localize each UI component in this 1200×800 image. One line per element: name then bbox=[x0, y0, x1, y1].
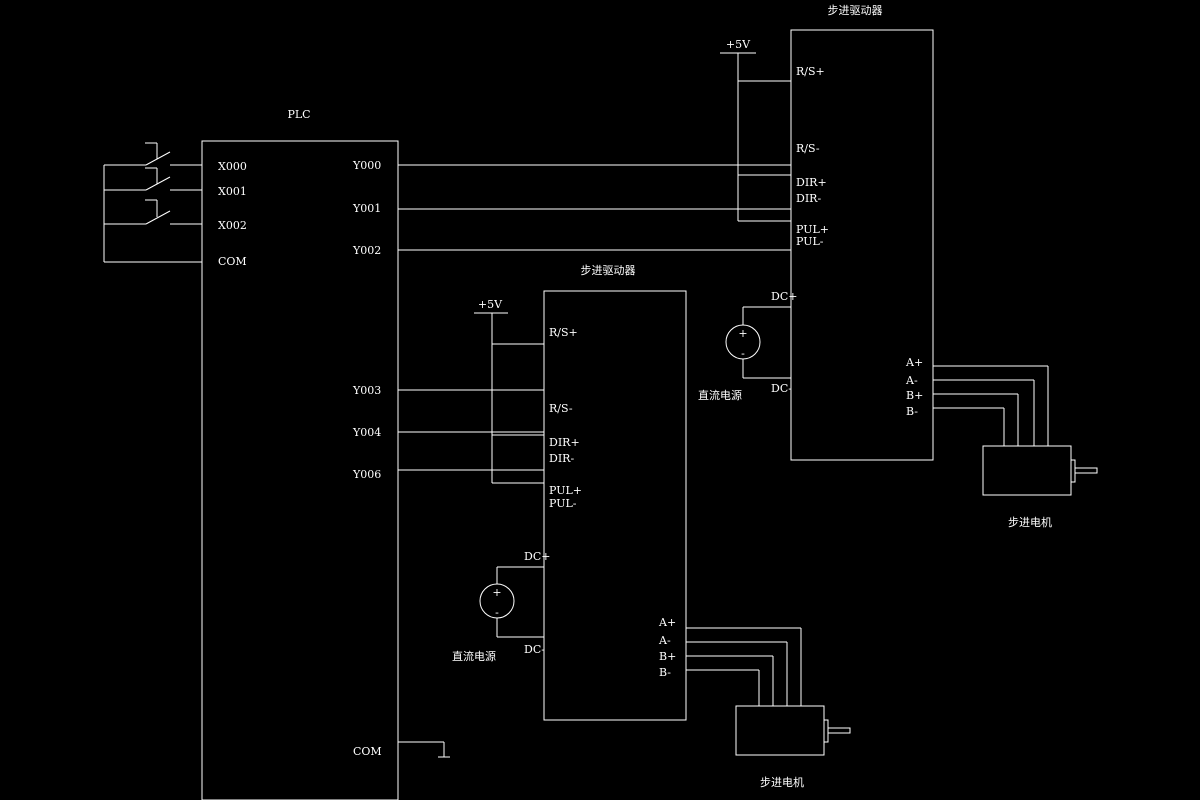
stepper-motor-2 bbox=[735, 705, 851, 756]
plc-output-com: COM bbox=[353, 745, 382, 758]
driver2-body bbox=[543, 290, 687, 721]
driver2-pin-rs-plus: R/S+ bbox=[549, 326, 578, 339]
driver1-pin-dc-plus: DC+ bbox=[771, 290, 797, 303]
driver2-pin-pul-minus: PUL- bbox=[549, 497, 577, 510]
plc-output-y002: Y002 bbox=[352, 244, 381, 257]
driver1-pin-a-minus: A- bbox=[905, 374, 918, 387]
driver1-pin-rs-minus: R/S- bbox=[796, 142, 820, 155]
plc-output-y003: Y003 bbox=[352, 384, 381, 397]
driver1-title: 步进驱动器 bbox=[828, 4, 883, 17]
switch-x002 bbox=[104, 199, 202, 225]
driver2-block: 步进驱动器 R/S+ R/S- DIR+ DIR- PUL+ PUL- DC+ … bbox=[398, 264, 851, 789]
plc-title: PLC bbox=[287, 108, 310, 121]
motor2-label: 步进电机 bbox=[760, 775, 804, 789]
plc-output-y004: Y004 bbox=[352, 426, 381, 439]
driver1-pin-b-minus: B- bbox=[906, 405, 918, 418]
svg-text:+: + bbox=[738, 327, 747, 340]
driver2-psu-label: 直流电源 bbox=[452, 649, 496, 663]
driver2-pin-b-plus: B+ bbox=[659, 650, 676, 663]
motor-icon bbox=[982, 445, 1072, 496]
plc-output-y006: Y006 bbox=[352, 468, 381, 481]
driver1-body bbox=[790, 29, 934, 461]
driver2-pin-pul-plus: PUL+ bbox=[549, 484, 582, 497]
switch-x000 bbox=[104, 142, 202, 166]
plc-input-com: COM bbox=[218, 255, 247, 268]
driver1-pin-dc-minus: DC- bbox=[771, 382, 792, 395]
plc-input-x001: X001 bbox=[218, 185, 247, 198]
driver2-dc-source: + - bbox=[479, 566, 544, 638]
driver2-pin-dir-plus: DIR+ bbox=[549, 436, 580, 449]
driver1-block: 步进驱动器 R/S+ R/S- DIR+ DIR- PUL+ PUL- DC+ … bbox=[398, 4, 1098, 529]
plc-block: PLC X000 X001 X002 COM Y000 Y001 Y002 Y0… bbox=[201, 108, 399, 800]
driver1-pin-a-plus: A+ bbox=[905, 356, 923, 369]
driver1-pin-b-plus: B+ bbox=[906, 389, 923, 402]
driver2-pin-rs-minus: R/S- bbox=[549, 402, 573, 415]
plc-com-ground bbox=[398, 741, 450, 758]
driver1-pin-rs-plus: R/S+ bbox=[796, 65, 825, 78]
svg-text:-: - bbox=[495, 606, 499, 619]
driver2-pin-dc-plus: DC+ bbox=[524, 550, 550, 563]
driver2-pin-dir-minus: DIR- bbox=[549, 452, 574, 465]
plc-output-y000: Y000 bbox=[352, 159, 381, 172]
driver1-pin-pul-plus: PUL+ bbox=[796, 223, 829, 236]
plc-output-y001: Y001 bbox=[352, 202, 381, 215]
plc-input-x002: X002 bbox=[218, 219, 247, 232]
svg-text:+: + bbox=[492, 586, 501, 599]
driver1-pin-dir-plus: DIR+ bbox=[796, 176, 827, 189]
motor1-label: 步进电机 bbox=[1008, 515, 1052, 529]
input-switches bbox=[103, 142, 202, 263]
driver2-vcc-label: +5V bbox=[478, 298, 503, 311]
motor-icon bbox=[735, 705, 825, 756]
driver1-vcc-label: +5V bbox=[726, 38, 751, 51]
driver1-pin-pul-minus: PUL- bbox=[796, 235, 824, 248]
svg-text:-: - bbox=[741, 347, 745, 360]
driver2-title: 步进驱动器 bbox=[581, 264, 636, 277]
driver1-dc-source: + - bbox=[725, 306, 791, 379]
driver2-pin-b-minus: B- bbox=[659, 666, 671, 679]
driver2-pin-dc-minus: DC- bbox=[524, 643, 545, 656]
switch-x001 bbox=[104, 167, 202, 191]
driver2-pin-a-minus: A- bbox=[658, 634, 671, 647]
stepper-motor-1 bbox=[982, 445, 1098, 496]
driver1-psu-label: 直流电源 bbox=[698, 388, 742, 402]
driver2-pin-a-plus: A+ bbox=[658, 616, 676, 629]
driver1-pin-dir-minus: DIR- bbox=[796, 192, 821, 205]
plc-input-x000: X000 bbox=[218, 160, 247, 173]
